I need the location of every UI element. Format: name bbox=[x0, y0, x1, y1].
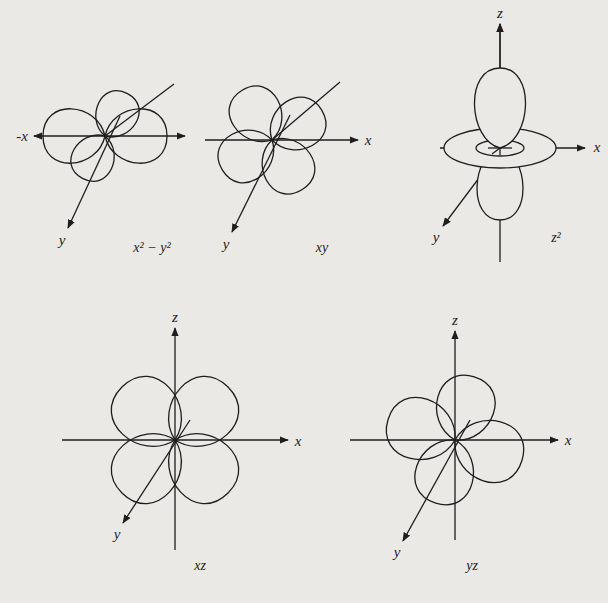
axis-label: y bbox=[223, 237, 230, 252]
axis-label: y bbox=[59, 233, 66, 248]
orbital-label: xy bbox=[316, 241, 328, 255]
dxz-orbital bbox=[62, 328, 288, 550]
axis-label: z bbox=[452, 313, 458, 328]
axis-label: -x bbox=[16, 129, 28, 144]
orbital-label: x² − y² bbox=[133, 241, 170, 255]
z-axis bbox=[272, 82, 340, 140]
dz2-orbital bbox=[440, 24, 585, 262]
orbital-label: z² bbox=[551, 231, 561, 245]
axis-label: z bbox=[497, 6, 503, 21]
axis-label: x bbox=[594, 140, 601, 155]
dx2y2-orbital bbox=[34, 84, 185, 228]
axis-label: y bbox=[394, 545, 401, 560]
y-axis bbox=[403, 420, 470, 541]
axis-label: y bbox=[114, 527, 121, 542]
y-axis bbox=[68, 116, 120, 228]
axis-label: y bbox=[433, 230, 440, 245]
x-axis bbox=[205, 139, 358, 140]
axis-label: x bbox=[365, 133, 372, 148]
dyz-orbital bbox=[350, 331, 558, 541]
orbital-label: xz bbox=[194, 559, 206, 573]
orbital-label: yz bbox=[466, 559, 478, 573]
dxy-orbital bbox=[205, 77, 358, 232]
axis-label: x bbox=[295, 434, 302, 449]
axis-label: x bbox=[565, 433, 572, 448]
axis-label: z bbox=[172, 310, 178, 325]
